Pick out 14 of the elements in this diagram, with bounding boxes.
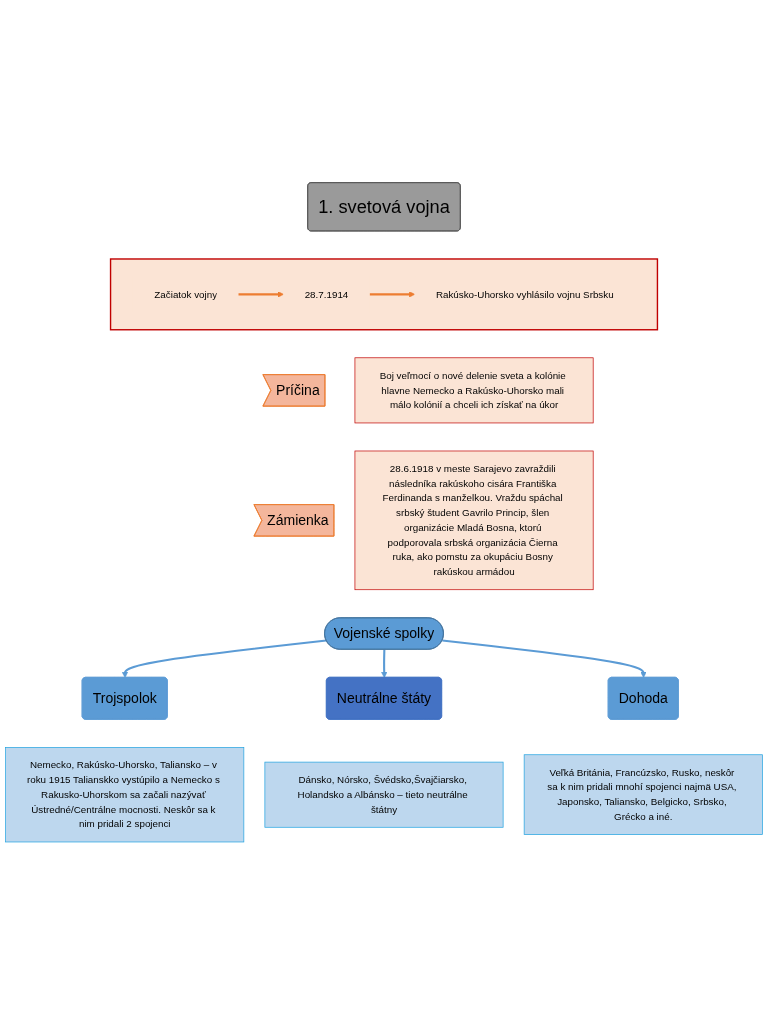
arrow: [238, 291, 284, 298]
arrow: [121, 639, 327, 678]
node-box: Dánsko, Nórsko, Švédsko,Švajčiarsko, Holandsko a Albánsko – tieto neutrálne štátny: [264, 761, 504, 828]
arrow: [442, 639, 647, 678]
cluster: [109, 258, 659, 331]
node-box: Boj veľmocí o nové delenie sveta a kolónie hlavne Nemecko a Rakúsko-Uhorsko mali málo kolónií a chceli ich získať na úkor: [354, 357, 594, 423]
node-text: 28.7.1914: [304, 288, 349, 300]
node-box: Nemecko, Rakúsko-Uhorsko, Taliansko – v roku 1915 Talianskko vystúpilo a Nemecko s Rakusko-Uhorskom sa začali nazývať Ústredné/Centrálne mocnosti. Neskôr sa k nim pridali 2 spojenci: [5, 746, 245, 843]
arrow: [381, 649, 388, 678]
node-box: 28.6.1918 v meste Sarajevo zavraždili následníka rakúskoho cisára Františka Ferdinanda s manželkou. Vraždu spáchal srbský študent Gavrilo Princip, šlen organizácie Mladá Bosna, ktorú podporovala srbská organizácia Čierna ruka, ako pomstu za okupáciu Bosny rakúskou armádou: [354, 450, 594, 590]
node-box: Veľká Británia, Francúzsko, Rusko, neskôr sa k nim pridali mnohí spojenci najmä USA, Japonsko, Taliansko, Belgicko, Srbsko, Grécko a iné.: [523, 754, 763, 835]
arrow: [369, 291, 416, 298]
node-text: Rakúsko-Uhorsko vyhlásilo vojnu Srbsku: [435, 288, 614, 300]
node-text: Začiatok vojny: [154, 288, 218, 300]
